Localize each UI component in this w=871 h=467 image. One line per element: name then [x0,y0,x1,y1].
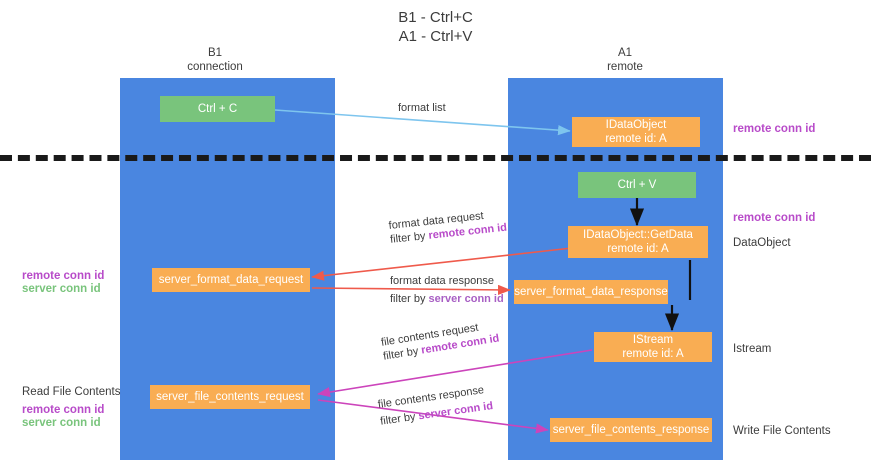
annotation-remote-conn-id-mid: remote conn id [733,212,816,224]
node-istream[interactable]: IStream remote id: A [594,332,712,362]
node-ctrl-v[interactable]: Ctrl + V [578,172,696,198]
title-line-2: A1 - Ctrl+V [398,28,473,45]
node-server-file-contents-request-label: server_file_contents_request [156,391,304,403]
edge-label-file-contents-response: file contents response filter by server … [377,382,494,429]
filter-prefix: filter by [379,410,420,428]
phase-divider [0,155,871,161]
column-header-a1-role: remote [607,61,643,73]
annotation-left-remote-conn-id-1: remote conn id [22,270,105,282]
node-idataobject-getdata[interactable]: IDataObject::GetData remote id: A [568,226,708,258]
annotation-dataobject: DataObject [733,237,791,249]
annotation-left-remote-conn-id-2: remote conn id [22,404,105,416]
node-server-file-contents-response-label: server_file_contents_response [552,424,710,436]
annotation-left-server-conn-id-2: server conn id [22,417,101,429]
node-idataobject-sub: remote id: A [605,133,667,145]
annotation-write-file-contents: Write File Contents [733,425,831,437]
edge-label-file-contents-request: file contents request filter by remote c… [380,318,500,364]
edge-label-format-data-response: format data response filter by server co… [390,274,504,306]
edge-label-format-list: format list [398,102,446,114]
annotation-left-server-conn-id-1: server conn id [22,283,101,295]
node-ctrl-c[interactable]: Ctrl + C [160,96,275,122]
column-header-a1: A1 remote [565,46,685,74]
column-header-b1-role: connection [187,61,243,73]
node-server-file-contents-request[interactable]: server_file_contents_request [150,385,310,409]
node-server-format-data-response-label: server_format_data_response [514,286,668,298]
edge-label-format-data-request: format data request filter by remote con… [388,207,508,247]
title-line-1: B1 - Ctrl+C [398,9,473,26]
node-server-file-contents-response[interactable]: server_file_contents_response [550,418,712,442]
node-idataobject[interactable]: IDataObject remote id: A [572,117,700,147]
filter-key-server-conn-id: server conn id [428,293,504,305]
filter-prefix: filter by [389,229,430,246]
node-getdata-sub: remote id: A [607,243,669,255]
filter-prefix: filter by [390,293,429,305]
node-idataobject-title: IDataObject [605,119,667,131]
column-header-b1-name: B1 [207,47,223,59]
node-ctrl-c-label: Ctrl + C [197,103,238,115]
annotation-remote-conn-id-top: remote conn id [733,123,816,135]
node-server-format-data-response[interactable]: server_format_data_response [514,280,668,304]
edge-label-format-data-response-filter: filter by server conn id [390,292,504,306]
node-ctrl-v-label: Ctrl + V [617,179,657,191]
page-title: B1 - Ctrl+C A1 - Ctrl+V [0,8,871,46]
node-istream-sub: remote id: A [622,348,684,360]
edge-label-format-data-response-main: format data response [390,275,494,287]
column-header-b1: B1 connection [155,46,275,74]
column-header-a1-name: A1 [617,47,633,59]
node-istream-title: IStream [632,334,674,346]
node-server-format-data-request-label: server_format_data_request [158,274,304,286]
annotation-read-file-contents: Read File Contents [22,386,121,398]
node-server-format-data-request[interactable]: server_format_data_request [152,268,310,292]
annotation-istream: Istream [733,343,772,355]
node-getdata-title: IDataObject::GetData [583,229,693,241]
